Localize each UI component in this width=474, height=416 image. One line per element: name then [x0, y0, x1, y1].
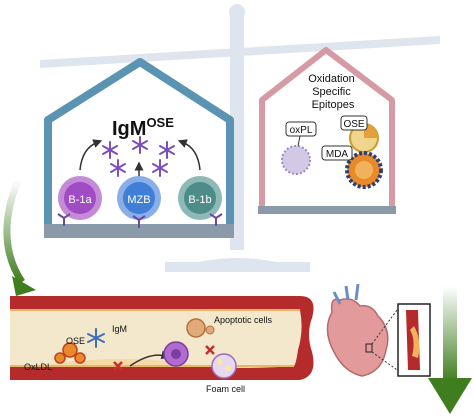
oxpl-particle-icon [281, 145, 311, 175]
blocked-clearance-x-icon [205, 345, 215, 355]
green-curved-arrow [3, 178, 36, 296]
oxpl-label: oxPL [290, 125, 313, 136]
igm-pentamer-icon [132, 136, 148, 154]
vessel-foam-label: Foam cell [206, 384, 245, 394]
mda-tag [321, 145, 353, 161]
b-cell-b1b-label: B-1b [188, 194, 211, 206]
foam-cell-icon [211, 353, 237, 379]
ose-title-line-2: Specific [312, 86, 351, 98]
igm-title: IgMOSE [112, 115, 174, 140]
ldl-particle-icon [345, 151, 383, 189]
ose-title-line-3: Epitopes [312, 99, 355, 111]
ose-title: Oxidation Specific Epitopes [308, 73, 358, 111]
mda-label: MDA [326, 149, 349, 160]
igm-pentamer-icons [102, 136, 175, 177]
b-cell-mzb-label: MZB [127, 194, 150, 206]
ose-house [258, 47, 396, 214]
igm-house [44, 58, 234, 238]
igm-title-superscript: OSE [146, 115, 174, 130]
b-cell-b1b: B-1b [178, 176, 223, 226]
igm-pentamer-icon [152, 159, 168, 177]
zoom-lines [371, 305, 401, 373]
ose-title-line-1: Oxidation [308, 73, 354, 85]
heart-icon [326, 283, 389, 377]
vessel-ose-label: OSE [66, 336, 85, 346]
b-cell-b1a: B-1a [57, 176, 102, 226]
ose-tag-label: OSE [343, 119, 364, 130]
apoptotic-cells-icon [186, 318, 215, 338]
vessel-oxldl-label: OxLDL [24, 362, 52, 372]
oxpl-tag [285, 121, 317, 137]
blocked-binding-x-icon [113, 361, 123, 371]
macrophage-icon [163, 341, 189, 367]
b-cell-b1a-label: B-1a [68, 194, 92, 206]
igm-pentamer-icon [159, 141, 175, 159]
ose-tag [340, 115, 368, 131]
b-cell-mzb: MZB [117, 176, 161, 228]
igm-pentamer-icon [110, 159, 126, 177]
apoptotic-cell-icon [349, 123, 379, 153]
igm-pentamer-icon [102, 141, 118, 159]
blood-vessel [10, 296, 314, 380]
green-down-arrow [428, 286, 472, 414]
flow-arrow [129, 350, 171, 367]
igm-title-main: IgM [112, 118, 146, 140]
vessel-apoptotic-label: Apoptotic cells [214, 315, 273, 325]
artery-plaque-inset [397, 303, 431, 377]
vessel-igm-icon [87, 328, 105, 348]
vessel-igm-label: IgM [112, 324, 127, 334]
oxldl-particle-icon [54, 342, 86, 364]
